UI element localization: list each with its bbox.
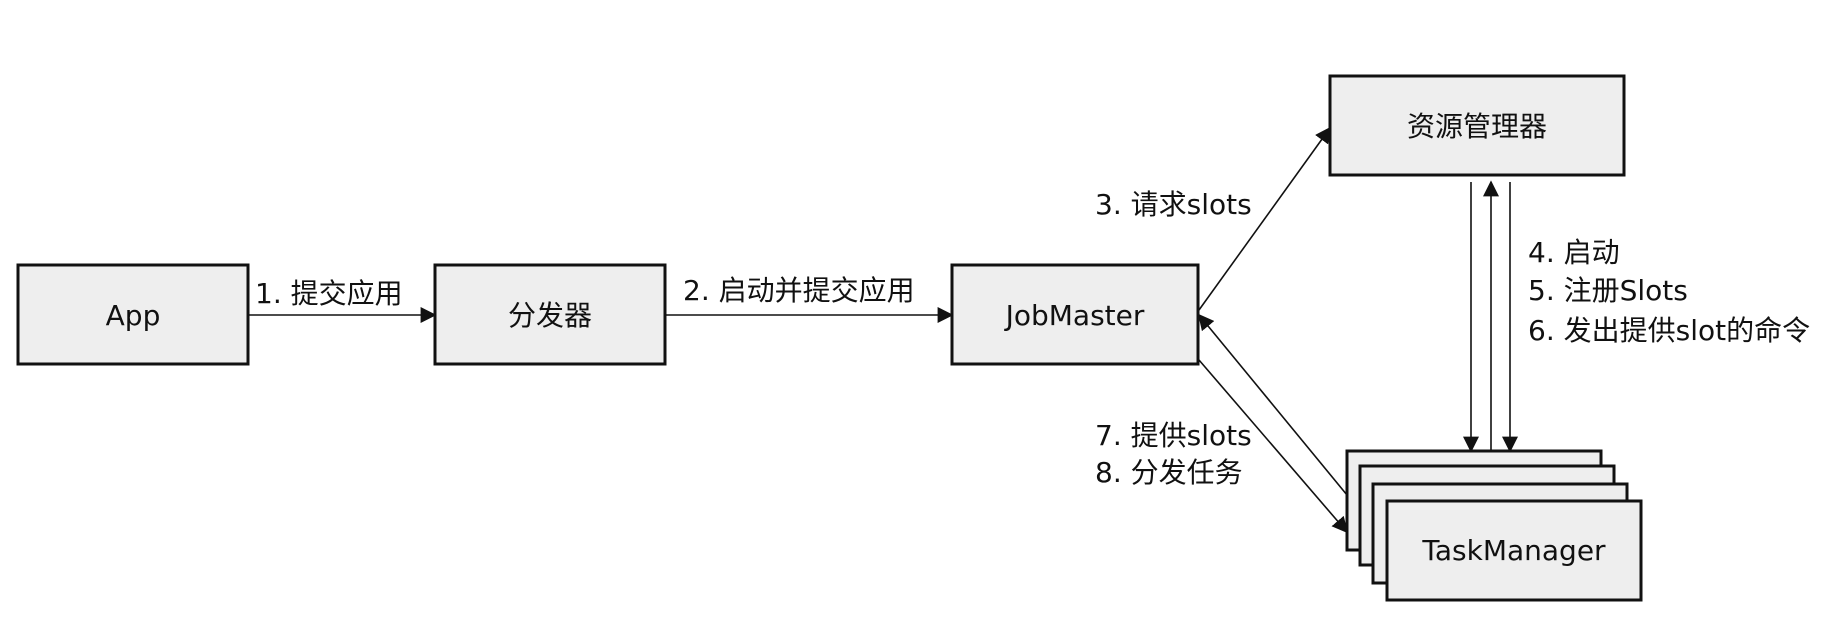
app-node-label: App (106, 299, 161, 332)
dispatcher-node-label: 分发器 (508, 299, 592, 332)
edge-jobmaster-taskmanager: 7. 提供slots 8. 分发任务 (1095, 313, 1349, 534)
edge-label-submit-app: 1. 提交应用 (255, 277, 403, 310)
edge-label-request-slots: 3. 请求slots (1095, 188, 1252, 221)
app-node: App (16, 263, 250, 366)
edge-label-jm-tm-step-7: 7. 提供slots (1095, 419, 1252, 452)
edge-label-jm-tm-step-8: 8. 分发任务 (1095, 456, 1243, 489)
taskmanager-node-label: TaskManager (1421, 534, 1606, 567)
edge-dispatcher-to-jobmaster: 2. 启动并提交应用 (665, 274, 954, 323)
taskmanager-node (1385, 499, 1643, 602)
resource-manager-node: 资源管理器 (1328, 74, 1626, 177)
jobmaster-node: JobMaster (950, 263, 1200, 366)
dispatcher-node: 分发器 (433, 263, 667, 366)
edge-jobmaster-to-resource-manager: 3. 请求slots (1095, 126, 1331, 311)
jobmaster-node-label: JobMaster (1004, 299, 1145, 332)
edge-app-to-dispatcher: 1. 提交应用 (248, 277, 437, 323)
edge-label-start-submit: 2. 启动并提交应用 (683, 274, 915, 307)
edge-resource-manager-taskmanager: 4. 启动 5. 注册Slots 6. 发出提供slot的命令 (1463, 180, 1810, 453)
taskmanager-stack: TaskManager (1345, 449, 1643, 602)
resource-manager-node-label: 资源管理器 (1407, 110, 1547, 143)
edge-label-rm-step-5: 5. 注册Slots (1528, 274, 1688, 307)
edge-label-rm-step-4: 4. 启动 (1528, 236, 1620, 269)
edge-label-rm-step-6: 6. 发出提供slot的命令 (1528, 314, 1810, 347)
